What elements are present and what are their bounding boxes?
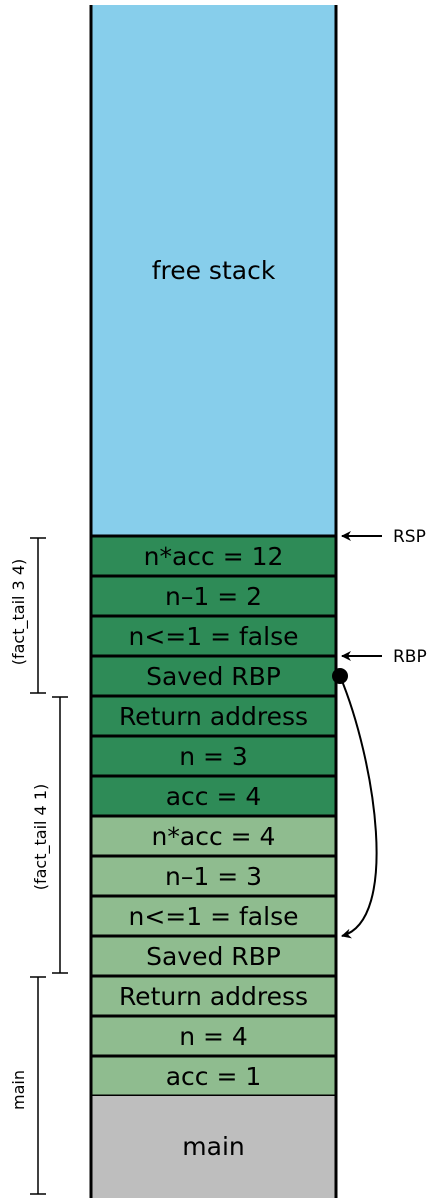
stack-cell-label: n = 3 [179, 742, 248, 771]
frame-brace-fact-tail-4-1 [52, 696, 68, 974]
stack-cell-label: n = 4 [179, 1022, 248, 1051]
frame-label-main: main [9, 1070, 28, 1110]
stack-cell-label: Return address [119, 702, 308, 731]
stack-cell-label: n*acc = 4 [152, 822, 276, 851]
frame-brace-fact-tail-3-4 [30, 537, 46, 694]
stack-cell-label: n–1 = 3 [165, 862, 262, 891]
rbp-label: RBP [393, 647, 427, 667]
stack-cell [89, 574, 338, 618]
free-stack-label: free stack [152, 256, 276, 285]
stack-cell-label: Saved RBP [146, 942, 281, 971]
stack-cell-label: Return address [119, 982, 308, 1011]
frame-label-fact-tail-3-4: (fact_tail 3 4) [9, 559, 29, 666]
stack-cell [89, 614, 338, 658]
frame-label-fact-tail-4-1: (fact_tail 4 1) [31, 784, 51, 891]
stack-cell-label: n<=1 = false [129, 902, 299, 931]
free-stack-region [91, 5, 336, 536]
saved-rbp-link-arrow [339, 675, 378, 939]
stack-cell-label: n–1 = 2 [165, 582, 262, 611]
stack-cell-label: acc = 1 [166, 1062, 262, 1091]
stack-cell-label: n<=1 = false [129, 622, 299, 651]
main-region-label: main [182, 1132, 244, 1161]
stack-cell-label: Saved RBP [146, 662, 281, 691]
frame-brace-main [30, 976, 46, 1195]
main-region [91, 1096, 336, 1198]
stack-cell-label: acc = 4 [166, 782, 262, 811]
stack-cell [89, 534, 338, 578]
stack-cell-label: n*acc = 12 [144, 542, 284, 571]
rsp-label: RSP [393, 527, 426, 547]
stack-cell [89, 1054, 338, 1098]
